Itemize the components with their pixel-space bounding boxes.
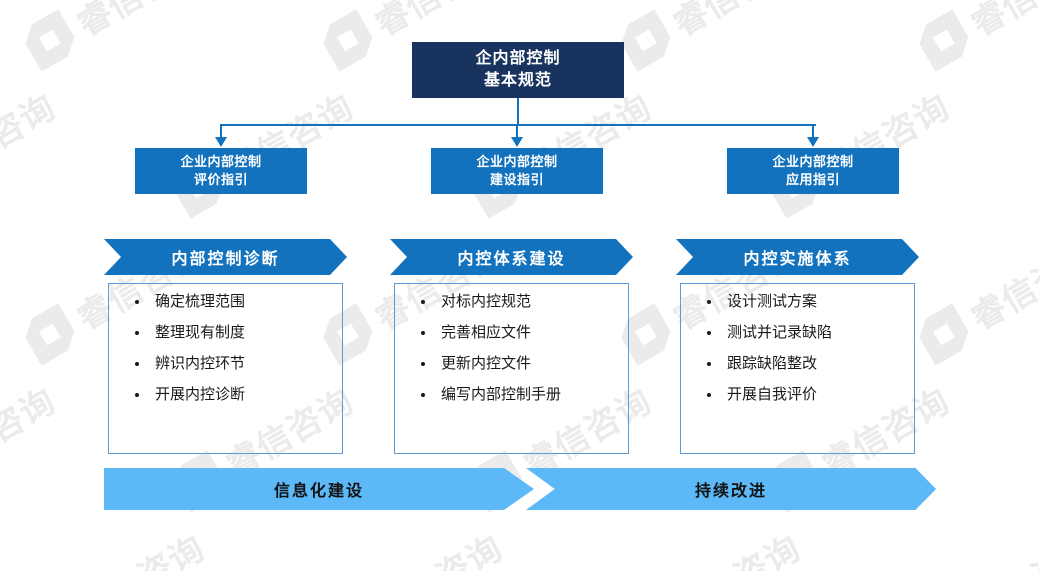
guide-node-2-line2: 应用指引 — [785, 172, 840, 187]
guide-node-application[interactable]: 企业内部控制 应用指引 — [727, 148, 899, 194]
bullet-list-implementation: 设计测试方案 测试并记录缺陷 跟踪缺陷整改 开展自我评价 — [681, 294, 914, 402]
root-node-line1: 企内部控制 — [475, 49, 561, 67]
connector-drop-2 — [812, 124, 814, 139]
list-item: 测试并记录缺陷 — [705, 325, 914, 340]
band-segment-informatization[interactable]: 信息化建设 — [104, 468, 534, 510]
connector-stem — [517, 98, 519, 125]
connector-arrowhead-0 — [215, 137, 227, 147]
bullet-list-system-build: 对标内控规范 完善相应文件 更新内控文件 编写内部控制手册 — [395, 294, 628, 402]
list-item: 开展自我评价 — [705, 387, 914, 402]
list-item: 跟踪缺陷整改 — [705, 356, 914, 371]
guide-node-1-line1: 企业内部控制 — [476, 154, 558, 170]
bullet-list-diagnosis: 确定梳理范围 整理现有制度 辨识内控环节 开展内控诊断 — [109, 294, 342, 402]
connector-bus — [220, 124, 816, 126]
list-item: 整理现有制度 — [133, 325, 342, 340]
guide-node-0-line1: 企业内部控制 — [180, 154, 262, 170]
root-node-line2: 基本规范 — [483, 72, 552, 89]
stage-box-implementation: 设计测试方案 测试并记录缺陷 跟踪缺陷整改 开展自我评价 — [680, 283, 915, 454]
connector-arrowhead-1 — [511, 137, 523, 147]
list-item: 完善相应文件 — [419, 325, 628, 340]
list-item: 开展内控诊断 — [133, 387, 342, 402]
guide-node-1-line2: 建设指引 — [489, 172, 544, 187]
connector-drop-0 — [220, 124, 222, 139]
stage-header-system-build[interactable]: 内控体系建设 — [390, 239, 633, 275]
stage-box-diagnosis: 确定梳理范围 整理现有制度 辨识内控环节 开展内控诊断 — [108, 283, 343, 454]
stage-header-implementation[interactable]: 内控实施体系 — [676, 239, 919, 275]
root-node[interactable]: 企内部控制 基本规范 — [412, 42, 624, 98]
list-item: 对标内控规范 — [419, 294, 628, 309]
list-item: 编写内部控制手册 — [419, 387, 628, 402]
guide-node-construction[interactable]: 企业内部控制 建设指引 — [431, 148, 603, 194]
guide-node-0-line2: 评价指引 — [193, 172, 248, 187]
guide-node-2-line1: 企业内部控制 — [772, 154, 854, 170]
list-item: 更新内控文件 — [419, 356, 628, 371]
guide-node-evaluation[interactable]: 企业内部控制 评价指引 — [135, 148, 307, 194]
connector-arrowhead-2 — [807, 137, 819, 147]
stage-header-diagnosis[interactable]: 内部控制诊断 — [104, 239, 347, 275]
list-item: 辨识内控环节 — [133, 356, 342, 371]
band-segment-continuous-improvement[interactable]: 持续改进 — [526, 468, 936, 510]
list-item: 设计测试方案 — [705, 294, 914, 309]
connector-drop-1 — [516, 124, 518, 139]
bottom-band: 信息化建设 持续改进 — [104, 468, 936, 510]
list-item: 确定梳理范围 — [133, 294, 342, 309]
stage-box-system-build: 对标内控规范 完善相应文件 更新内控文件 编写内部控制手册 — [394, 283, 629, 454]
